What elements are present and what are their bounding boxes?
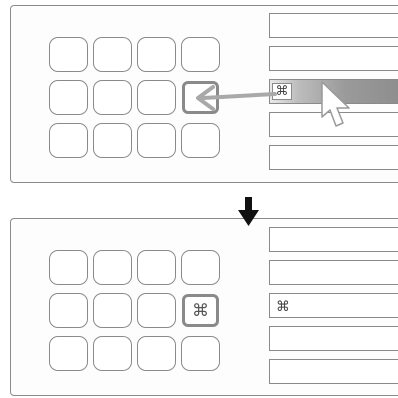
command-key-icon: ⌘ xyxy=(276,298,290,315)
drop-target-cell[interactable]: ⌘ xyxy=(182,294,219,327)
list-item[interactable] xyxy=(269,46,398,71)
grid-cell[interactable] xyxy=(137,37,176,72)
grid-cell[interactable] xyxy=(49,336,88,371)
list-item[interactable] xyxy=(269,326,398,351)
grid-cell[interactable] xyxy=(181,250,220,285)
grid-cell[interactable] xyxy=(49,123,88,158)
list-item[interactable] xyxy=(269,112,398,137)
grid-cell[interactable] xyxy=(49,250,88,285)
grid-cell[interactable] xyxy=(137,293,176,328)
empty-slot xyxy=(185,84,216,111)
grid-cell[interactable] xyxy=(93,336,132,371)
grid-cell[interactable] xyxy=(181,336,220,371)
grid-cell[interactable] xyxy=(49,293,88,328)
grid-cell[interactable] xyxy=(137,250,176,285)
list-item[interactable] xyxy=(269,227,398,252)
grid-cell[interactable] xyxy=(181,37,220,72)
list-item[interactable] xyxy=(269,145,398,170)
grid-cell[interactable] xyxy=(49,80,88,115)
grid-cell[interactable] xyxy=(93,123,132,158)
list-item[interactable] xyxy=(269,13,398,38)
list-item-selected[interactable]: ⌘ xyxy=(269,293,398,318)
grid-cell[interactable] xyxy=(93,250,132,285)
grid-cell[interactable] xyxy=(93,80,132,115)
grid-cell[interactable] xyxy=(181,123,220,158)
command-key-icon: ⌘ xyxy=(192,300,209,321)
list-item-selected[interactable]: ⌘ xyxy=(269,79,398,104)
grid-cell[interactable] xyxy=(137,336,176,371)
drop-target-cell[interactable] xyxy=(182,81,219,114)
grid-cell[interactable] xyxy=(137,123,176,158)
list-item[interactable] xyxy=(269,359,398,384)
list-item[interactable] xyxy=(269,260,398,285)
grid-cell[interactable] xyxy=(93,37,132,72)
grid-cell[interactable] xyxy=(137,80,176,115)
step-before-panel: ⌘ xyxy=(10,5,398,183)
grid-cell[interactable] xyxy=(93,293,132,328)
grid-cell[interactable] xyxy=(49,37,88,72)
step-after-panel: ⌘⌘ xyxy=(10,218,398,396)
command-key-icon: ⌘ xyxy=(272,83,292,100)
